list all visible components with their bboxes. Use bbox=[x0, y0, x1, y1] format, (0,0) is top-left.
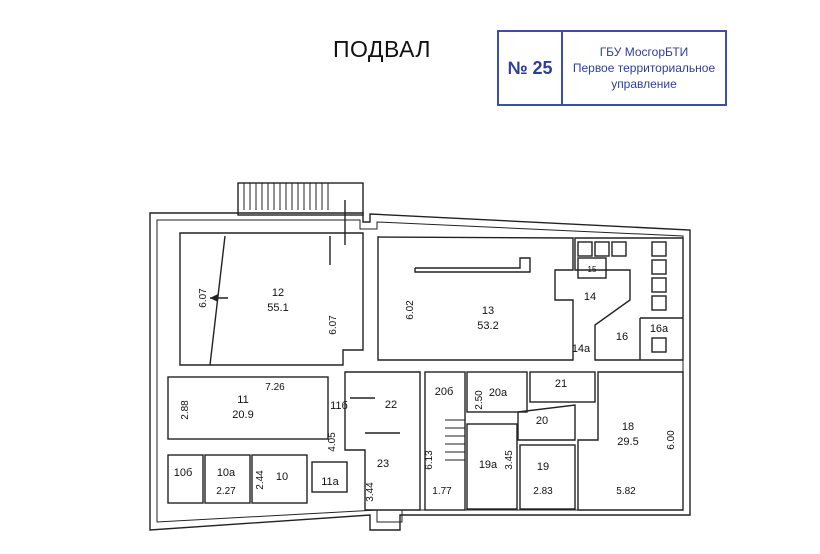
room-13-outline bbox=[377, 236, 574, 361]
room-label-19a: 19а bbox=[479, 459, 498, 471]
room-11a-outline bbox=[311, 461, 348, 493]
stamp-org-line: Первое территориальное bbox=[572, 61, 716, 75]
dim-room11-height: 2.88 bbox=[180, 400, 191, 420]
room-label-11b: 11б bbox=[330, 400, 348, 412]
outer-wall bbox=[149, 212, 691, 531]
room-label-22: 22 bbox=[385, 399, 397, 411]
dim-stair-width: 1.77 bbox=[432, 486, 452, 497]
entrance-stair bbox=[237, 182, 364, 216]
room-label-11a: 11а bbox=[321, 476, 339, 488]
room-label-16: 16 bbox=[616, 331, 628, 343]
stamp-org-line: управление bbox=[611, 77, 677, 91]
dim-room10-height: 2.44 bbox=[255, 470, 266, 490]
room-20b-outline bbox=[424, 371, 466, 511]
room-label-10a: 10а bbox=[217, 467, 236, 479]
room-label-11: 11 bbox=[237, 394, 248, 406]
room-label-20: 20 bbox=[536, 415, 548, 427]
dim-room12-left: 6.07 bbox=[198, 288, 209, 308]
dim-room23: 3.44 bbox=[365, 482, 376, 502]
dim-room11-width: 7.26 bbox=[265, 382, 285, 393]
room-15-outline bbox=[577, 257, 607, 279]
room-label-10b: 10б bbox=[174, 467, 193, 479]
stamp-org: ГБУ МосгорБТИ Первое территориальное упр… bbox=[563, 32, 725, 104]
room-label-18: 18 bbox=[622, 421, 634, 433]
dim-room20b: 6.13 bbox=[424, 450, 435, 470]
room-label-10: 10 bbox=[276, 471, 288, 483]
stamp-number: № 25 bbox=[499, 32, 563, 104]
dim-room20a: 2.50 bbox=[474, 390, 485, 410]
room-label-19: 19 bbox=[537, 461, 549, 473]
room-label-13: 13 bbox=[482, 305, 494, 317]
arrow-icon bbox=[210, 294, 218, 302]
dim-room19a: 3.45 bbox=[504, 450, 515, 470]
room-area-18: 29.5 bbox=[617, 436, 638, 448]
room-area-12: 55.1 bbox=[267, 302, 288, 314]
room-20-outline bbox=[517, 404, 576, 441]
dim-room19-width: 2.83 bbox=[533, 486, 553, 497]
room-label-20a: 20а bbox=[489, 387, 508, 399]
bti-stamp: № 25 ГБУ МосгорБТИ Первое территориально… bbox=[497, 30, 727, 106]
floor-title: ПОДВАЛ bbox=[333, 36, 432, 62]
room-10b-outline bbox=[167, 454, 204, 504]
room-20a-outline bbox=[466, 371, 528, 413]
dim-room18-width: 5.82 bbox=[616, 486, 636, 497]
room-label-21: 21 bbox=[555, 378, 567, 390]
room-area-11: 20.9 bbox=[232, 409, 253, 421]
stamp-org-line: ГБУ МосгорБТИ bbox=[599, 45, 689, 59]
room-10a-outline bbox=[204, 454, 251, 504]
room-label-20b: 20б bbox=[435, 386, 454, 398]
room-21-outline bbox=[529, 371, 596, 403]
room-label-14: 14 bbox=[584, 291, 596, 303]
room-area-13: 53.2 bbox=[477, 320, 498, 332]
room-12-outline bbox=[179, 232, 364, 366]
dim-room12-right: 6.07 bbox=[328, 315, 339, 335]
room-19a-outline bbox=[466, 423, 518, 510]
room-label-12: 12 bbox=[272, 287, 284, 299]
corridor-22-23 bbox=[344, 371, 421, 511]
room-label-14a: 14а bbox=[572, 343, 591, 355]
room-label-16a: 16а bbox=[650, 323, 669, 335]
room-18-outline bbox=[577, 371, 684, 511]
room-label-23: 23 bbox=[377, 458, 389, 470]
counter bbox=[414, 257, 531, 273]
dim-room10a-width: 2.27 bbox=[216, 486, 236, 497]
dim-passage: 4.05 bbox=[327, 432, 338, 452]
room-label-15: 15 bbox=[588, 265, 597, 274]
stair-treads bbox=[243, 183, 329, 210]
dim-room18-height: 6.00 bbox=[666, 430, 677, 450]
sanitary-block bbox=[574, 237, 684, 361]
room-11-outline bbox=[167, 376, 329, 440]
dim-room13: 6.02 bbox=[405, 300, 416, 320]
room-19-outline bbox=[519, 444, 576, 510]
room-10-outline bbox=[251, 454, 308, 504]
